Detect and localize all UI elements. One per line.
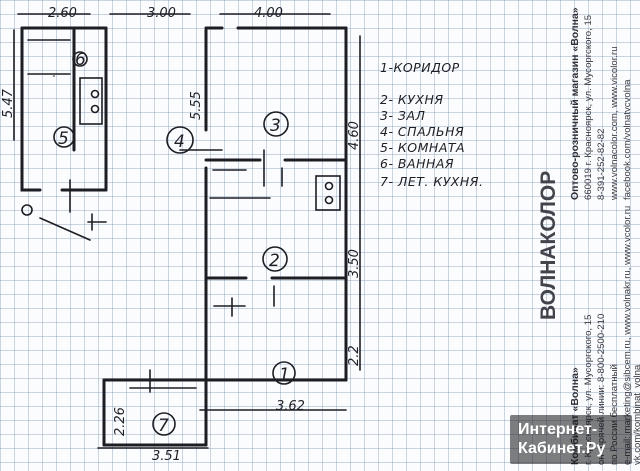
- brand-logo: ВОЛНАКОЛОР: [537, 171, 560, 320]
- legend-item-3: 3- ЗАЛ: [380, 108, 426, 123]
- brand-right-phone: 8-391-252-82-82: [596, 129, 607, 200]
- dimension-2-26: 2.26: [113, 407, 128, 436]
- room-legend: 1-КОРИДОР 2- КУХНЯ 3- ЗАЛ 4- СПАЛЬНЯ 5- …: [380, 60, 483, 189]
- room-number-7: 7: [158, 416, 169, 436]
- room-number-1: 1: [279, 365, 290, 385]
- legend-item-4: 4- СПАЛЬНЯ: [380, 124, 464, 139]
- room-number-5: 5: [58, 129, 69, 149]
- legend-item-2: 2- КУХНЯ: [380, 92, 444, 107]
- legend-item-1: 1-КОРИДОР: [380, 60, 460, 75]
- brand-right-title: Оптово-розничный магазин «Волна»: [569, 7, 581, 200]
- room-markers: 6 5 4 3 2 1 7: [53, 50, 296, 436]
- watermark-line-2: Кабинет.Ру: [518, 440, 606, 457]
- room-number-4: 4: [174, 132, 185, 152]
- room-number-2: 2: [269, 251, 280, 271]
- fixture-circles: [21, 89, 334, 216]
- dimension-3-00: 3.00: [147, 6, 176, 21]
- dimension-3-50: 3.50: [347, 249, 362, 278]
- brand-right-address: 660019 г. Красноярск, ул. Мусоргского, 1…: [583, 15, 594, 200]
- plan-walls: [13, 13, 361, 449]
- legend-item-6: 6- ВАННАЯ: [380, 156, 454, 171]
- watermark-badge: Интернет- Кабинет.Ру: [510, 415, 632, 464]
- brand-left-vk: vk.com/kombinat_volna: [632, 364, 640, 465]
- room-number-6: 6: [75, 50, 86, 70]
- legend-item-5: 5- КОМНАТА: [380, 140, 465, 155]
- dimension-3-62: 3.62: [276, 399, 305, 414]
- legend-item-7: 7- ЛЕТ. КУХНЯ.: [380, 174, 483, 189]
- dimension-5-47: 5.47: [1, 88, 16, 118]
- dimension-2-60: 2.60: [48, 6, 77, 21]
- watermark-line-1: Интернет-: [518, 421, 598, 438]
- dimension-4-60: 4.60: [347, 121, 362, 150]
- dimension-3-51: 3.51: [152, 449, 181, 464]
- brand-left-email: e-mail: marketing@sibcem.ru, www.volnakr…: [622, 206, 633, 465]
- brand-right-social: facebook.com/volnatvcvolna: [622, 79, 633, 200]
- dimension-2-2: 2.2: [347, 345, 362, 366]
- dimension-4-00: 4.00: [254, 6, 283, 21]
- brand-left-address: г. Красноярск, ул. Мусоргского, 15: [583, 315, 594, 465]
- dimension-5-55: 5.55: [189, 91, 204, 120]
- brand-print: Оптово-розничный магазин «Волна» 660019 …: [537, 7, 640, 465]
- dimension-labels: 2.60 3.00 4.00 5.47 5.55 4.60 3.50 2.2 3…: [1, 6, 362, 464]
- brand-left-hotline: он горячей линии: 8-800-2500-210: [596, 314, 607, 465]
- room-number-3: 3: [270, 116, 281, 136]
- brand-right-web: www.volnacolor.com, www.vicolor.ru: [609, 46, 620, 201]
- brand-left-free: по России бесплатный: [609, 364, 620, 465]
